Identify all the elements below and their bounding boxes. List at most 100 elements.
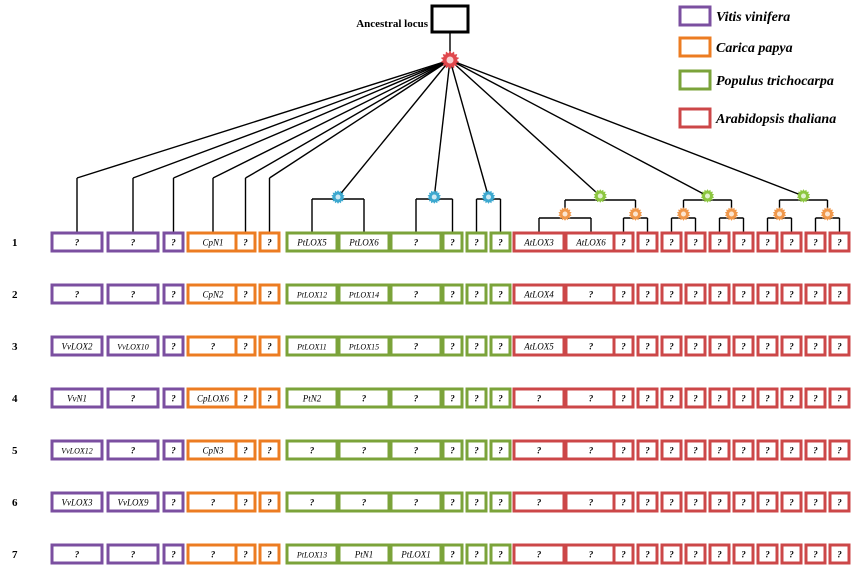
- gene-box: ?: [612, 231, 635, 253]
- gene-label: PtLOX1: [400, 550, 431, 560]
- gene-box-border: [636, 491, 659, 513]
- gene-label: ?: [837, 342, 842, 352]
- gene-box: CpN3: [186, 439, 240, 461]
- gene-label: ?: [498, 290, 503, 300]
- gene-box: ?: [234, 543, 257, 565]
- gene-box: ?: [804, 283, 827, 305]
- gene-label: ?: [645, 394, 650, 404]
- gene-box-border: [612, 231, 635, 253]
- gene-label: ?: [717, 446, 722, 456]
- gene-label: ?: [669, 290, 674, 300]
- gene-box: ?: [258, 439, 281, 461]
- gene-box: PtLOX5: [285, 231, 339, 253]
- gene-box-border: [684, 387, 707, 409]
- legend-label: Vitis vinifera: [716, 10, 790, 25]
- gene-box: ?: [780, 491, 803, 513]
- gene-label: ?: [589, 290, 594, 300]
- gene-box-border: [684, 231, 707, 253]
- gene-box-border: [258, 231, 281, 253]
- gene-box: ?: [234, 283, 257, 305]
- gene-box: ?: [732, 491, 755, 513]
- gene-box-border: [337, 335, 391, 357]
- gene-box-border: [234, 543, 257, 565]
- gene-box-border: [512, 491, 566, 513]
- gene-box: ?: [732, 335, 755, 357]
- gene-label: ?: [765, 498, 770, 508]
- gene-box-border: [684, 543, 707, 565]
- gene-box: CpN2: [186, 283, 240, 305]
- gene-box-border: [465, 491, 488, 513]
- gene-label: ?: [813, 290, 818, 300]
- gene-box-border: [612, 439, 635, 461]
- gene-box-border: [258, 543, 281, 565]
- gene-label: ?: [645, 342, 650, 352]
- gene-box-border: [162, 491, 185, 513]
- gene-box-border: [489, 387, 512, 409]
- gene-label: CpN3: [202, 446, 224, 456]
- gene-box: ?: [441, 283, 464, 305]
- gene-label: AtLOX6: [575, 238, 606, 248]
- gene-box: ?: [804, 387, 827, 409]
- gene-box: ?: [162, 387, 185, 409]
- gene-label: ?: [450, 550, 455, 560]
- gene-box: ?: [756, 387, 779, 409]
- arabidopsis-group-a-upper-node-center: [597, 193, 603, 199]
- gene-box-border: [389, 543, 443, 565]
- gene-box-border: [512, 439, 566, 461]
- gene-label: ?: [717, 550, 722, 560]
- gene-label: ?: [171, 550, 176, 560]
- gene-box-border: [804, 543, 827, 565]
- gene-box-border: [441, 283, 464, 305]
- gene-box-border: [804, 439, 827, 461]
- gene-label: ?: [362, 498, 367, 508]
- gene-label: PtN1: [354, 550, 374, 560]
- gene-label: ?: [621, 290, 626, 300]
- gene-box-border: [285, 491, 339, 513]
- gene-label: ?: [741, 498, 746, 508]
- gene-label: ?: [243, 290, 248, 300]
- gene-box: ?: [186, 491, 240, 513]
- gene-label: ?: [131, 446, 136, 456]
- gene-box: ?: [441, 543, 464, 565]
- gene-box: ?: [465, 387, 488, 409]
- gene-box: ?: [465, 543, 488, 565]
- gene-box: VvN1: [50, 387, 104, 409]
- gene-box: ?: [708, 283, 731, 305]
- row-number: 6: [12, 497, 18, 509]
- gene-box: AtLOX6: [564, 231, 618, 253]
- gene-label: ?: [693, 550, 698, 560]
- gene-box-border: [162, 543, 185, 565]
- gene-box-border: [612, 335, 635, 357]
- gene-box-border: [732, 231, 755, 253]
- gene-box: ?: [636, 283, 659, 305]
- gene-label: ?: [669, 446, 674, 456]
- gene-label: ?: [693, 394, 698, 404]
- gene-box-border: [708, 335, 731, 357]
- legend-label: Arabidopsis thaliana: [715, 112, 836, 127]
- gene-label: ?: [621, 342, 626, 352]
- gene-box-border: [804, 387, 827, 409]
- gene-label: ?: [267, 550, 272, 560]
- gene-box-border: [50, 231, 104, 253]
- gene-box-border: [489, 439, 512, 461]
- gene-label: ?: [474, 550, 479, 560]
- gene-box: ?: [106, 387, 160, 409]
- gene-label: ?: [211, 550, 216, 560]
- gene-box: ?: [756, 543, 779, 565]
- gene-box-border: [804, 491, 827, 513]
- gene-box: ?: [732, 283, 755, 305]
- gene-box: ?: [636, 543, 659, 565]
- gene-label: ?: [813, 238, 818, 248]
- gene-box-border: [828, 335, 851, 357]
- gene-box-border: [489, 283, 512, 305]
- gene-box: ?: [756, 231, 779, 253]
- gene-label: ?: [450, 342, 455, 352]
- gene-label: ?: [267, 394, 272, 404]
- gene-box-border: [162, 439, 185, 461]
- gene-box: ?: [106, 439, 160, 461]
- gene-label: ?: [450, 394, 455, 404]
